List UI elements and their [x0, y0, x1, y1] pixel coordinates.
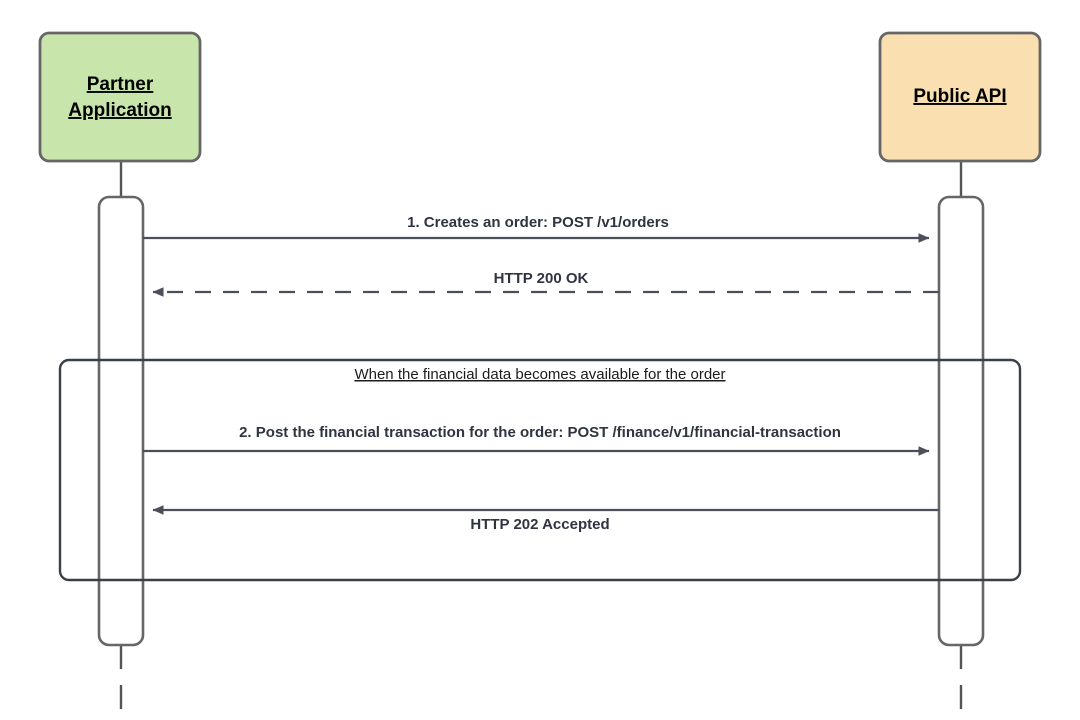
message-2-http-200-ok: HTTP 200 OK	[152, 270, 939, 297]
message-4-label: HTTP 202 Accepted	[470, 516, 609, 533]
message-1-creates-order: 1. Creates an order: POST /v1/orders	[143, 214, 930, 243]
fragment-financial-data: When the financial data becomes availabl…	[58, 358, 1022, 582]
participant-box-partner-application[interactable]	[38, 31, 202, 163]
lifelines-group	[119, 161, 963, 712]
participant-label-public-api: Public API	[913, 86, 1006, 107]
activation-bars-group	[97, 195, 985, 647]
message-3-label: 2. Post the financial transaction for th…	[239, 424, 841, 441]
activation-bar-partner-application	[97, 195, 145, 647]
fragment-condition-label: When the financial data becomes availabl…	[354, 366, 725, 383]
message-2-label: HTTP 200 OK	[494, 270, 589, 287]
participant-public-api[interactable]: Public API	[878, 31, 1042, 163]
participant-box-public-api[interactable]	[878, 31, 1042, 163]
participant-partner-application[interactable]: Partner Application	[38, 31, 202, 163]
activation-bar-public-api	[937, 195, 985, 647]
message-1-label: 1. Creates an order: POST /v1/orders	[407, 214, 669, 231]
message-3-post-financial-transaction: 2. Post the financial transaction for th…	[143, 424, 930, 456]
participant-label-partner-application-line-1: Partner	[87, 74, 154, 95]
fragment-box	[58, 358, 1022, 582]
message-4-http-202-accepted: HTTP 202 Accepted	[152, 505, 939, 533]
participant-label-partner-application-line-2: Application	[68, 100, 171, 121]
